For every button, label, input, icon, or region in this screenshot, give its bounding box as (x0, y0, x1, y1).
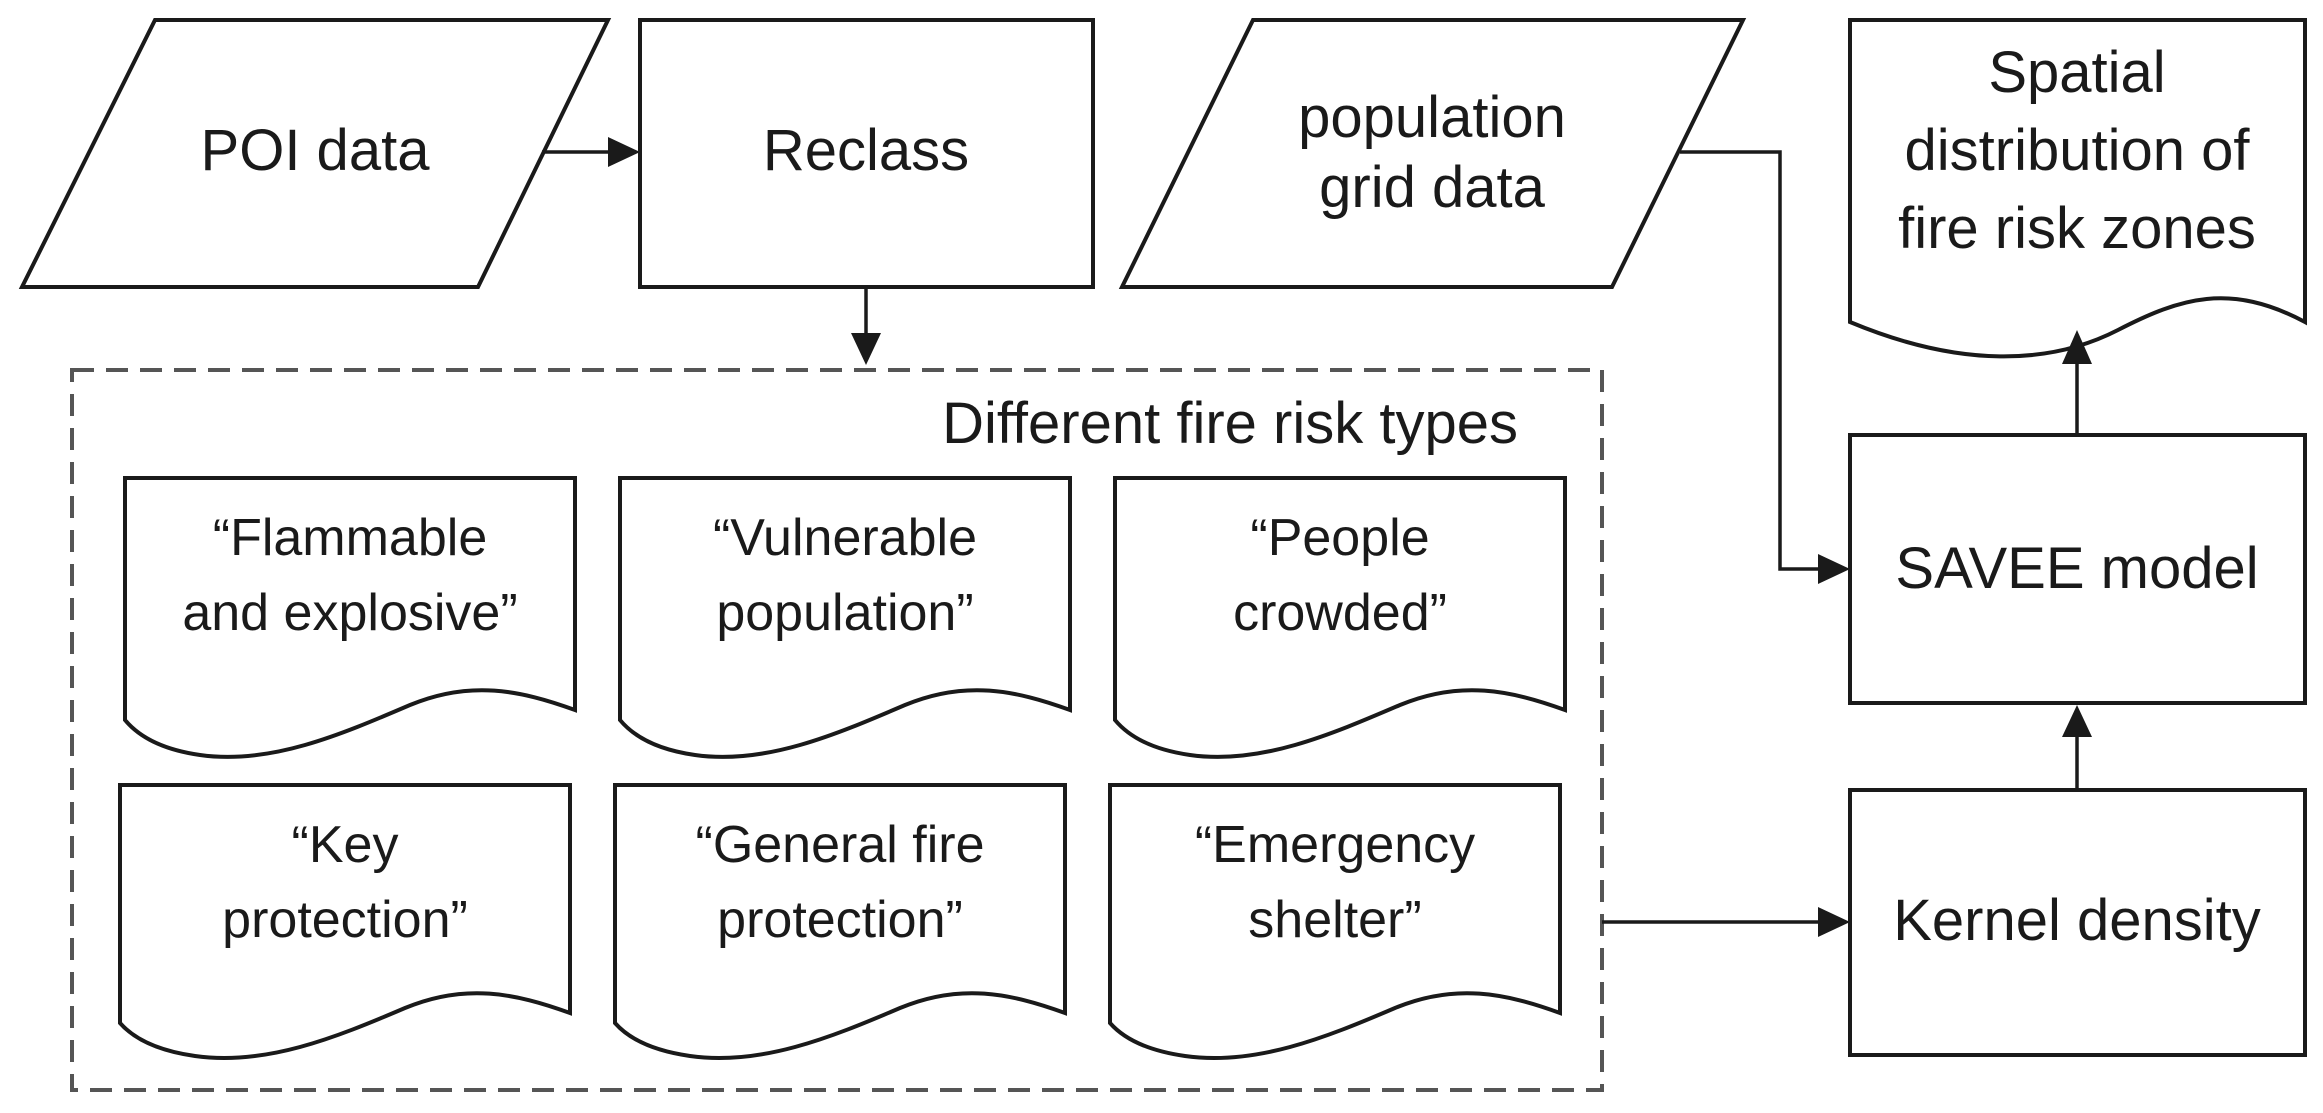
svg-text:protection”: protection” (222, 891, 468, 949)
svg-text:“Emergency: “Emergency (1195, 816, 1475, 874)
risk-type-general-fire-protection: “General fire protection” (613, 783, 1067, 1061)
risk-type-general-line2: protection” (717, 891, 963, 949)
risk-type-vulnerable-line1: “Vulnerable (713, 509, 977, 567)
spatial-distribution-label-line3: fire risk zones (1898, 196, 2256, 261)
population-grid-label-line2: grid data (1319, 155, 1545, 220)
fire-risk-types-group: Different fire risk types (70, 368, 1604, 1092)
risk-type-emergency-line2: shelter” (1248, 891, 1421, 949)
risk-type-people-crowded: “People crowded” (1113, 476, 1567, 759)
risk-type-people-line2: crowded” (1233, 584, 1447, 642)
spatial-distribution-label-line1: Spatial (1988, 40, 2165, 105)
risk-type-people-line1: “People (1250, 509, 1429, 567)
arrow-kernel-to-savee (2062, 705, 2092, 790)
savee-model-label: SAVEE model (1895, 536, 2258, 601)
population-grid-label-line1: population (1298, 85, 1566, 150)
risk-type-vulnerable: “Vulnerable population” (618, 476, 1072, 759)
svg-text:Reclass: Reclass (763, 118, 969, 183)
arrow-poi-to-reclass (542, 137, 640, 167)
risk-type-flammable: “Flammable and explosive” (123, 476, 577, 759)
reclass-label: Reclass (763, 118, 969, 183)
risk-type-key-line1: “Key (292, 816, 399, 874)
risk-type-key-line2: protection” (222, 891, 468, 949)
svg-text:“Key: “Key (292, 816, 399, 874)
svg-text:“Vulnerable: “Vulnerable (713, 509, 977, 567)
svg-text:“People: “People (1250, 509, 1429, 567)
population-grid-node: population grid data (1118, 18, 1747, 289)
svg-text:population: population (1298, 85, 1566, 150)
svg-text:SAVEE model: SAVEE model (1895, 536, 2258, 601)
risk-type-flammable-line1: “Flammable (213, 509, 488, 567)
poi-data-label: POI data (201, 118, 431, 183)
arrow-reclass-to-group (851, 287, 881, 365)
risk-type-general-line1: “General fire (696, 816, 985, 874)
svg-text:“General fire: “General fire (696, 816, 985, 874)
svg-text:protection”: protection” (717, 891, 963, 949)
arrow-savee-to-spatial (2062, 330, 2092, 435)
poi-data-node: POI data (18, 18, 612, 289)
risk-type-emergency-line1: “Emergency (1195, 816, 1475, 874)
svg-text:“Flammable: “Flammable (213, 509, 488, 567)
reclass-node: Reclass (638, 18, 1095, 289)
arrow-population-to-savee (1680, 150, 1850, 584)
svg-text:distribution of: distribution of (1905, 118, 2251, 183)
risk-type-flammable-line2: and explosive” (182, 584, 517, 642)
spatial-distribution-node: Spatial distribution of fire risk zones (1848, 18, 2307, 359)
svg-text:Different fire risk types: Different fire risk types (942, 391, 1518, 456)
svg-text:Kernel density: Kernel density (1893, 888, 2261, 953)
svg-text:population”: population” (716, 584, 973, 642)
spatial-distribution-label-line2: distribution of (1905, 118, 2251, 183)
arrow-group-to-kernel (1602, 907, 1850, 937)
svg-text:shelter”: shelter” (1248, 891, 1421, 949)
risk-type-emergency-shelter: “Emergency shelter” (1108, 783, 1562, 1061)
kernel-density-node: Kernel density (1848, 788, 2307, 1057)
svg-text:and explosive”: and explosive” (182, 584, 517, 642)
fire-risk-types-title: Different fire risk types (942, 391, 1518, 456)
svg-text:fire risk zones: fire risk zones (1898, 196, 2256, 261)
risk-type-vulnerable-line2: population” (716, 584, 973, 642)
svg-text:POI data: POI data (201, 118, 431, 183)
svg-text:crowded”: crowded” (1233, 584, 1447, 642)
kernel-density-label: Kernel density (1893, 888, 2261, 953)
savee-model-node: SAVEE model (1848, 433, 2307, 705)
svg-text:Spatial: Spatial (1988, 40, 2165, 105)
svg-text:grid data: grid data (1319, 155, 1545, 220)
risk-type-key-protection: “Key protection” (118, 783, 572, 1061)
